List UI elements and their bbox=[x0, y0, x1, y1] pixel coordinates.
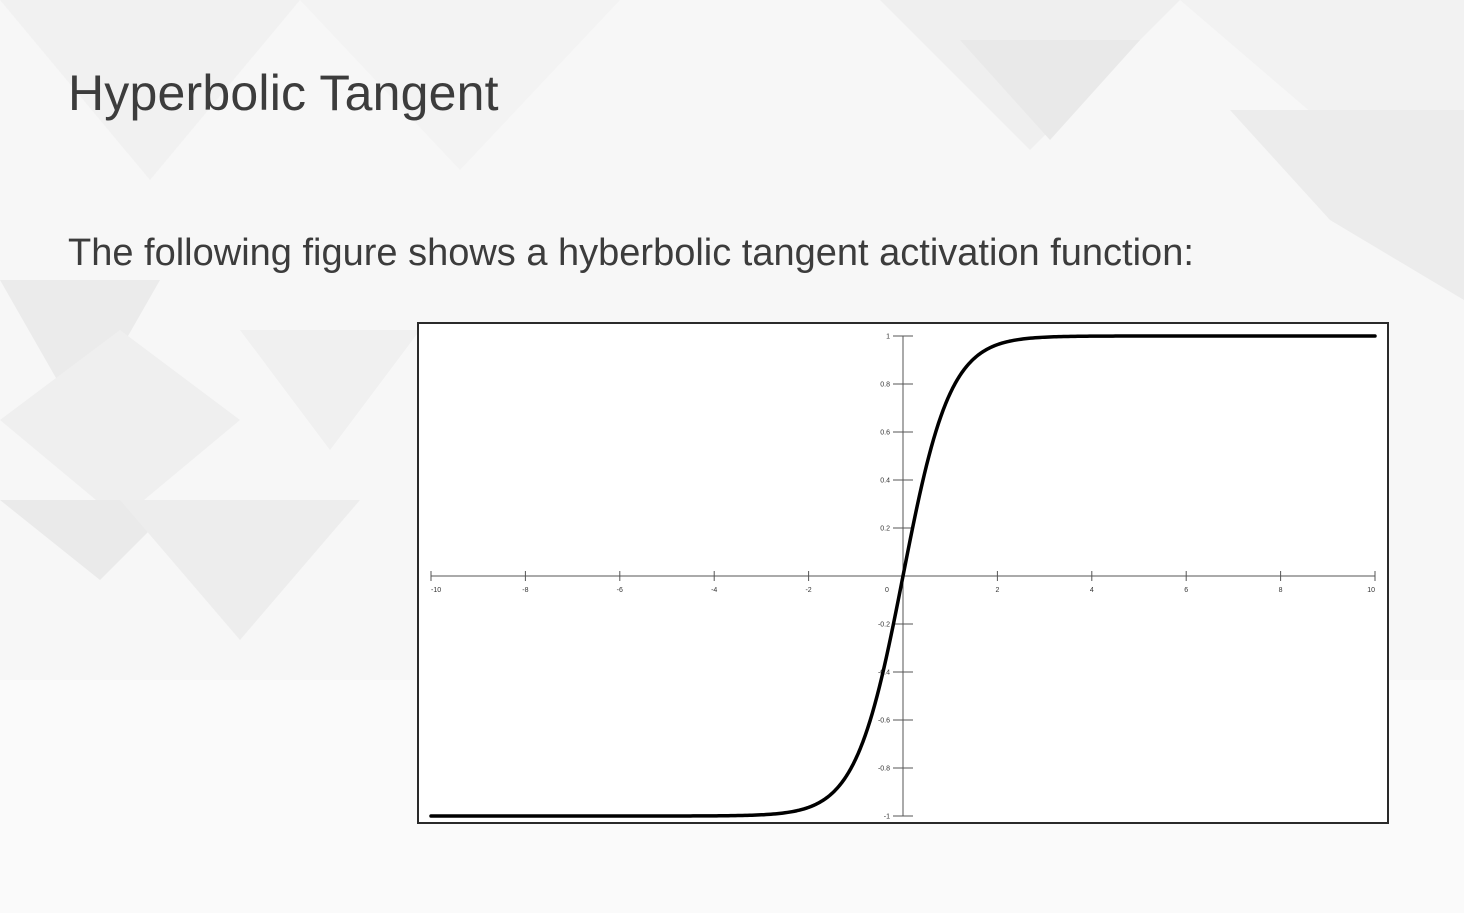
y-tick-label: -0.6 bbox=[878, 718, 890, 725]
y-tick-label: 0.6 bbox=[880, 430, 890, 437]
x-tick-label: -4 bbox=[711, 587, 717, 594]
x-tick-label: -8 bbox=[522, 587, 528, 594]
y-tick-label: -1 bbox=[884, 814, 890, 821]
x-tick-label: -10 bbox=[431, 587, 441, 594]
slide-title: Hyperbolic Tangent bbox=[68, 65, 499, 121]
y-tick-label: -0.8 bbox=[878, 766, 890, 773]
x-tick-label: 2 bbox=[995, 587, 999, 594]
y-tick-label: 0.8 bbox=[880, 382, 890, 389]
x-tick-label: 8 bbox=[1279, 587, 1283, 594]
x-ticks: -10 -8 -6 -4 -2 0 2 4 6 8 10 bbox=[430, 571, 1376, 594]
y-tick-label: 1 bbox=[886, 334, 890, 341]
x-tick-label: 6 bbox=[1184, 587, 1188, 594]
x-tick-label: 10 bbox=[1367, 587, 1375, 594]
y-tick-label: -0.2 bbox=[878, 622, 890, 629]
y-tick-label: 0.4 bbox=[880, 478, 890, 485]
slide-body-text: The following figure shows a hyberbolic … bbox=[68, 232, 1194, 274]
y-tick-label: 0.2 bbox=[880, 526, 890, 533]
tanh-curve bbox=[429, 334, 1377, 818]
x-tick-label: 4 bbox=[1090, 587, 1094, 594]
x-tick-label: -6 bbox=[617, 587, 623, 594]
y-ticks: 10.80.60.40.2-0.2-0.4-0.6-0.8-1 bbox=[878, 334, 913, 821]
x-tick-label: -2 bbox=[805, 587, 811, 594]
x-tick-label: 0 bbox=[885, 587, 889, 594]
